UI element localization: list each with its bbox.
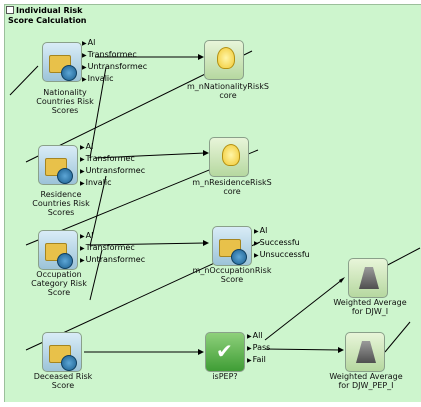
- port-transformed[interactable]: Transformec: [82, 50, 137, 61]
- group-title: Individual Risk Score Calculation: [8, 6, 87, 25]
- label-weighted-i: Weighted Average for DJW_I: [333, 298, 407, 316]
- weight-icon: [356, 341, 376, 363]
- globe-icon: [61, 65, 77, 81]
- node-weighted-average-djw-pep-i[interactable]: [345, 332, 385, 372]
- node-ispep[interactable]: ✔: [205, 332, 245, 372]
- port-untransformed[interactable]: Untransformec: [82, 62, 147, 73]
- wire-pass-weighted-pep: [264, 348, 341, 351]
- node-weighted-average-djw-i[interactable]: [348, 258, 388, 298]
- port-untransformed[interactable]: Untransformec: [80, 255, 145, 266]
- globe-icon: [231, 249, 247, 265]
- lightbulb-icon: [217, 47, 235, 69]
- checkmark-icon: ✔: [216, 339, 233, 363]
- port-unsuccessful[interactable]: Unsuccessfu: [254, 250, 310, 261]
- node-nationality-countries-risk-scores[interactable]: [42, 42, 82, 82]
- label-occupation-score: m_nOccupationRisk Score: [192, 266, 272, 284]
- node-occupation-category-risk-score[interactable]: [38, 230, 78, 270]
- label-nationality: Nationality Countries Risk Scores: [36, 88, 94, 115]
- port-all[interactable]: Al: [80, 142, 94, 153]
- port-all[interactable]: Al: [82, 38, 96, 49]
- port-transformed[interactable]: Transformec: [80, 243, 135, 254]
- lightbulb-icon: [222, 144, 240, 166]
- port-all[interactable]: All: [247, 331, 263, 342]
- label-residence-score: m_nResidenceRiskS core: [192, 178, 272, 196]
- wire-out-weighted-i: [381, 247, 421, 269]
- port-pass[interactable]: Pass: [247, 343, 271, 354]
- port-invalid[interactable]: Invalic: [82, 74, 114, 85]
- collapse-toggle[interactable]: [6, 6, 14, 14]
- port-all[interactable]: Al: [254, 226, 268, 237]
- wire-out-weighted-pep: [384, 321, 411, 353]
- port-transformed[interactable]: Transformec: [80, 154, 135, 165]
- node-deceased-risk-score[interactable]: [42, 332, 82, 372]
- port-invalid[interactable]: Invalic: [80, 178, 112, 189]
- node-residence-countries-risk-scores[interactable]: [38, 145, 78, 185]
- label-deceased: Deceased Risk Score: [33, 372, 93, 390]
- port-untransformed[interactable]: Untransformec: [80, 166, 145, 177]
- wire-all-weighted-i: [264, 278, 344, 341]
- label-ispep: isPEP?: [212, 372, 238, 381]
- weight-icon: [359, 267, 379, 289]
- label-weighted-pep: Weighted Average for DJW_PEP_I: [329, 372, 403, 390]
- globe-icon: [57, 253, 73, 269]
- globe-icon: [57, 168, 73, 184]
- label-residence: Residence Countries Risk Scores: [32, 190, 90, 217]
- label-occupation: Occupation Category Risk Score: [31, 270, 87, 297]
- node-residence-risk-score[interactable]: [209, 137, 249, 177]
- node-nationality-risk-score[interactable]: [204, 40, 244, 80]
- label-nationality-score: m_nNationalityRiskS core: [187, 82, 269, 100]
- wire-in-nationality: [9, 65, 39, 96]
- port-successful[interactable]: Successfu: [254, 238, 300, 249]
- port-all[interactable]: Al: [80, 231, 94, 242]
- node-occupation-risk-score[interactable]: [212, 226, 252, 266]
- port-fail[interactable]: Fail: [247, 355, 266, 366]
- globe-icon: [61, 355, 77, 371]
